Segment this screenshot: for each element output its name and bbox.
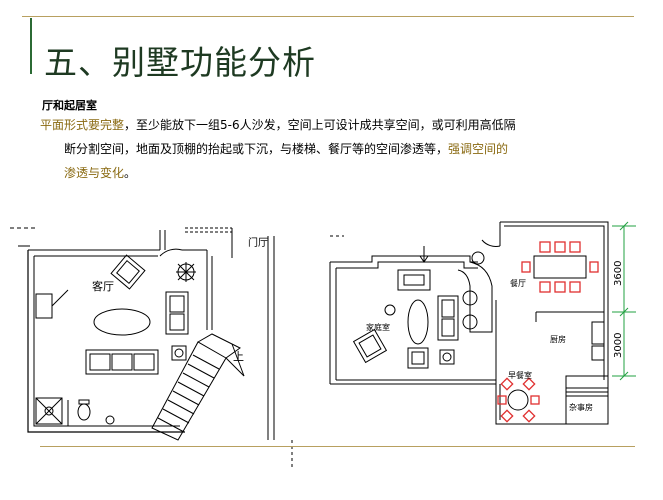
- slide-title: 五、别墅功能分析: [44, 43, 316, 82]
- paragraph-line-2: 断分割空间，地面及顶棚的抬起或下沉，与楼梯、餐厅等的空间渗透等，强调空间的: [40, 137, 630, 161]
- dimension-lines: [612, 221, 636, 381]
- body-paragraph: 平面形式要完整，至少能放下一组5-6人沙发，空间上可设计成共享空间，或可利用高低…: [40, 113, 630, 185]
- room-label-foyer: 门厅: [248, 236, 268, 249]
- highlight-phrase-2: 强调空间的: [448, 142, 509, 156]
- plant-icon: [176, 262, 196, 282]
- right-floor-plan: [329, 221, 609, 425]
- paragraph-text-1: ，至少能放下一组5-6人沙发，空间上可设计成共享空间，或可利用高低隔: [124, 118, 516, 132]
- paragraph-text-3: 。: [124, 166, 137, 180]
- highlight-phrase-3: 渗透与变化: [64, 166, 125, 180]
- left-floor-plan: [10, 227, 293, 470]
- dimension-lower: 3000: [613, 333, 624, 358]
- stair-up-label: 上: [233, 350, 244, 363]
- dining-set: [521, 241, 599, 293]
- paragraph-line-1: 平面形式要完整，至少能放下一组5-6人沙发，空间上可设计成共享空间，或可利用高低…: [40, 113, 630, 137]
- breakfast-set: [497, 377, 540, 423]
- paragraph-text-2: 断分割空间，地面及顶棚的抬起或下沉，与楼梯、餐厅等的空间渗透等，: [64, 142, 449, 156]
- room-label-kitchen: 厨房: [550, 334, 566, 344]
- top-rule: [22, 16, 634, 17]
- room-label-living: 客厅: [92, 279, 114, 293]
- highlight-phrase-1: 平面形式要完整: [40, 118, 125, 132]
- section-subheading: 厅和起居室: [42, 99, 97, 112]
- room-label-breakfast: 早餐室: [508, 370, 532, 380]
- bottom-rule: [40, 446, 635, 447]
- room-label-service: 杂事房: [569, 402, 593, 412]
- staircase: [151, 333, 245, 441]
- dimension-upper: 3600: [613, 261, 624, 286]
- paragraph-line-3: 渗透与变化。: [40, 161, 630, 185]
- room-label-dining: 餐厅: [510, 279, 526, 288]
- room-label-family: 家庭室: [366, 322, 390, 332]
- left-accent-rule: [30, 18, 32, 74]
